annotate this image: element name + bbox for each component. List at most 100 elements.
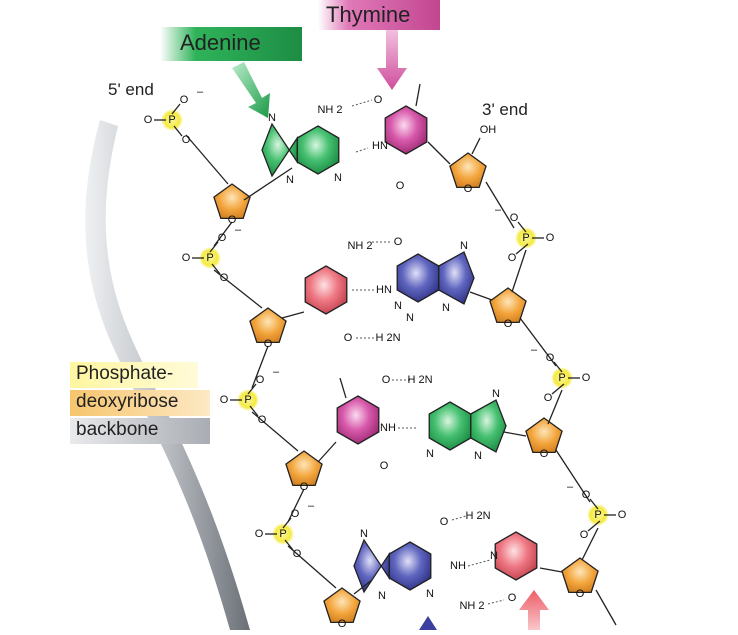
charge: – — [235, 224, 242, 236]
bond — [595, 589, 617, 626]
left-strand-sugar — [285, 450, 323, 487]
phosphorus: P — [279, 528, 286, 540]
bond — [287, 545, 337, 589]
hydrogen-bond — [355, 147, 369, 153]
left-strand-sugar — [249, 307, 287, 344]
phosphate-oxygen: O — [220, 394, 229, 406]
sugar-oxygen: O — [338, 618, 347, 630]
phosphate-oxygen: O — [180, 94, 189, 106]
imino: HN — [376, 284, 392, 296]
sugar-oxygen: O — [228, 214, 237, 226]
nitrogen: N — [394, 300, 402, 312]
sugar-oxygen: O — [300, 481, 309, 493]
bond — [547, 389, 563, 425]
amine: NH 2 — [347, 240, 372, 252]
thymine-arrow — [377, 30, 407, 90]
carbonyl-oxygen: O — [396, 180, 405, 192]
carbonyl-oxygen: O — [440, 516, 449, 528]
phosphate-oxygen: O — [182, 134, 191, 146]
charge: – — [495, 204, 502, 216]
right-strand-sugar — [449, 152, 487, 189]
phosphate-glow — [199, 247, 221, 269]
hydroxyl: OH — [480, 124, 497, 136]
carbonyl-oxygen: O — [344, 332, 353, 344]
label-five-prime-end: 5' end — [108, 80, 154, 99]
bond — [551, 383, 565, 395]
bond — [213, 269, 263, 309]
thymine-base — [384, 105, 428, 155]
nitrogen: N — [360, 528, 368, 540]
phosphate-oxygen: O — [580, 529, 589, 541]
phosphate-oxygen: O — [255, 528, 264, 540]
phosphate-oxygen: O — [546, 232, 555, 244]
phosphate-oxygen: O — [218, 232, 227, 244]
bond — [503, 431, 527, 437]
phosphate-glow — [551, 367, 573, 389]
bond — [515, 243, 529, 255]
bond — [553, 361, 563, 373]
bond — [249, 405, 259, 417]
bond — [471, 137, 481, 155]
nitrogen: N — [474, 450, 482, 462]
nitrogen: N — [334, 172, 342, 184]
carbonyl-oxygen: O — [382, 374, 391, 386]
phosphate-oxygen: O — [293, 548, 302, 560]
guanine-base-ring5 — [438, 251, 475, 305]
charge: – — [567, 481, 574, 493]
hydrogen-bond — [467, 559, 491, 567]
label-backbone-deoxyribose: deoxyribose — [76, 391, 179, 412]
phosphate-oxygen: O — [618, 509, 627, 521]
sugar-oxygen: O — [264, 338, 273, 350]
phosphate-oxygen: O — [182, 252, 191, 264]
cytosine-base — [494, 531, 538, 581]
nitrogen: N — [268, 112, 276, 124]
charge: – — [531, 344, 538, 356]
label-three-prime-end: 3' end — [482, 100, 528, 119]
adenine-badge — [160, 27, 302, 61]
bond — [171, 103, 181, 115]
bond — [555, 449, 591, 503]
nitrogen: N — [492, 388, 500, 400]
bond — [251, 345, 269, 389]
phosphate-oxygen: O — [144, 114, 153, 126]
guanine-base-ring5 — [353, 538, 390, 594]
phosphorus: P — [594, 509, 601, 521]
amine: H 2N — [375, 332, 400, 344]
label-backbone-phosphate: Phosphate- — [76, 363, 174, 384]
adenine-base — [428, 401, 472, 451]
left-strand-sugar — [323, 587, 361, 624]
phosphate-glow — [237, 389, 259, 411]
phosphate-oxygen: O — [546, 352, 555, 364]
bond — [511, 249, 527, 293]
bond — [173, 125, 183, 137]
nitrogen: N — [426, 588, 434, 600]
label-thymine: Thymine — [326, 2, 411, 27]
bond — [517, 221, 527, 233]
right-strand-sugar — [561, 557, 599, 594]
charge: – — [197, 86, 204, 98]
bond — [485, 181, 515, 229]
cytosine-base — [304, 265, 348, 315]
thymine-badge — [318, 0, 440, 30]
label-adenine: Adenine — [180, 30, 261, 55]
nitrogen: N — [406, 312, 414, 324]
nitrogen: N — [460, 240, 468, 252]
bond — [284, 539, 294, 551]
bond — [251, 411, 299, 452]
phosphate-oxygen: O — [258, 414, 267, 426]
phosphate-oxygen: O — [510, 212, 519, 224]
bond — [287, 488, 305, 523]
phosphate-oxygen: O — [220, 272, 229, 284]
carbonyl-oxygen: O — [380, 460, 389, 472]
charge: – — [308, 500, 315, 512]
hydrogen-bond — [351, 99, 373, 107]
bond — [519, 317, 557, 367]
guanine-base — [396, 253, 440, 303]
imino: NH — [450, 560, 466, 572]
bond — [185, 134, 229, 185]
phosphate-glow — [161, 109, 183, 131]
nitrogen: N — [286, 174, 294, 186]
bond — [353, 579, 373, 595]
